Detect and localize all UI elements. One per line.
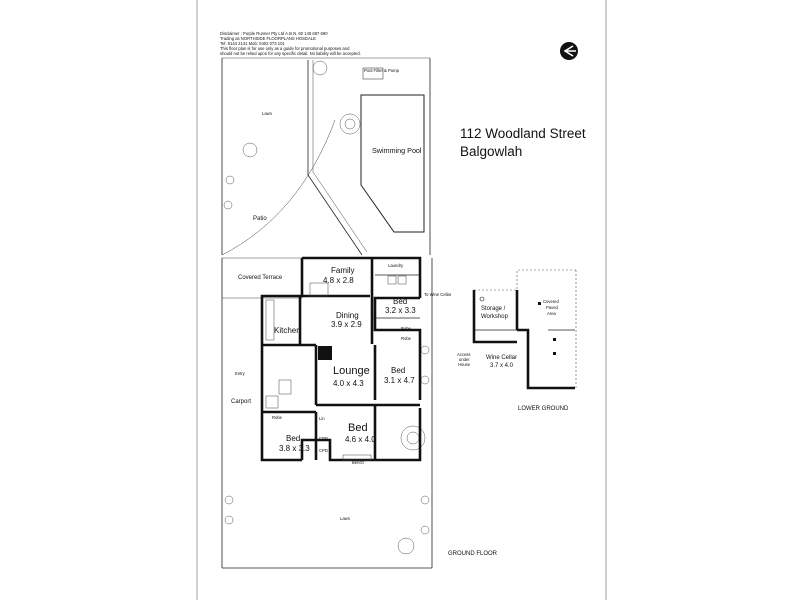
lower-ground-label: LOWER GROUND [518,406,569,412]
disclaimer-line-2: Trading as NORTHSIDE FLOORPLANS HOSDALE [220,36,316,41]
covered-paved-line-3: Area [547,311,557,316]
patio-label: Patio [253,216,267,222]
lounge-room-size: 4.0 x 4.3 [333,379,364,388]
laundry-label: Laundry [388,263,404,268]
bed-3-name: Bed [286,434,300,443]
bed-2-name: Bed [391,366,405,375]
access-label-line-2: under [459,357,470,362]
disclaimer-block: Disclaimer : Purple Runner Pty Ltd A.B.N… [220,31,361,56]
disclaimer-line-3: Tel: 9144 2141 Mob: 0402 073 101 [220,41,285,46]
bed-3-size: 3.8 x 3.3 [279,444,310,453]
family-room-size: 4.8 x 2.8 [323,276,354,285]
cupboard-2-label: CPD [319,448,328,453]
ground-floor-label: GROUND FLOOR [448,551,498,557]
robe-2-label: Robe [401,336,412,341]
entry-label: Entry [235,371,246,376]
access-label-line-3: House [458,362,471,367]
dining-room-size: 3.9 x 2.9 [331,320,362,329]
cupboard-1-label: CPD [319,436,328,441]
site-boundary [221,57,433,569]
robe-3-label: Robe [272,415,283,420]
ground-floor-walls [260,256,422,462]
bed-1-name: Bed [393,297,407,306]
bed-1-size: 3.2 x 3.3 [385,306,416,315]
property-address-line-1: 112 Woodland Street [460,126,586,141]
north-arrow-icon [560,42,578,60]
bench-label: Bench [352,460,365,465]
master-bed-size: 4.6 x 4.0 [345,435,376,444]
linen-label: Lin [319,416,325,421]
disclaimer-line-1: Disclaimer : Purple Runner Pty Ltd A.B.N… [220,31,328,36]
carport-label: Carport [231,399,251,405]
lawn-bottom-label: Lawn [340,516,351,521]
family-room-name: Family [331,266,355,275]
lawn-top-label: Lawn [262,111,273,116]
swimming-pool-label: Swimming Pool [372,146,422,155]
pool-area [221,60,425,256]
property-address-line-2: Balgowlah [460,144,522,159]
storage-label-line-1: Storage / [481,306,506,312]
garden-shrubs [223,60,430,555]
wine-cellar-size: 3.7 x 4.0 [490,363,514,369]
covered-paved-line-1: Covered [543,299,559,304]
covered-paved-line-2: Paved [546,305,559,310]
robe-1-label: Robe [401,326,412,331]
covered-terrace-label: Covered Terrace [238,275,283,281]
access-label-line-1: Access [457,352,471,357]
lower-ground-walls [472,269,577,390]
lounge-room-name: Lounge [333,365,370,377]
pool-filter-label: Pool Filter & Pump [364,68,400,73]
kitchen-label: Kitchen [274,326,301,335]
bed-2-size: 3.1 x 4.7 [384,376,415,385]
storage-label-line-2: Workshop [481,314,509,320]
dining-room-name: Dining [336,311,359,320]
wine-cellar-name: Wine Cellar [486,355,517,361]
to-wine-cellar-label: To Wine Cellar [424,292,452,297]
disclaimer-line-4: This floor plan is for use only as a gui… [220,46,350,51]
master-bed-name: Bed [348,422,368,434]
disclaimer-line-5: should not be relied upon for any specif… [220,51,361,56]
